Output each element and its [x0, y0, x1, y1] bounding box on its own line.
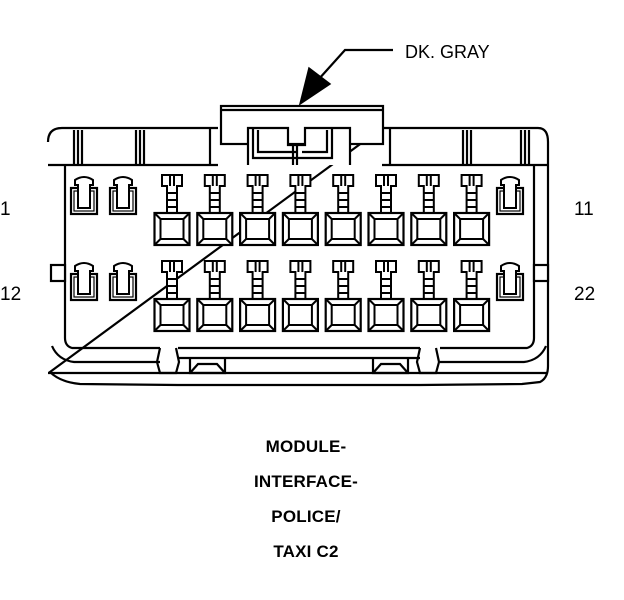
- small-terminal-cavity: [69, 176, 99, 216]
- top-latch: [208, 104, 392, 165]
- pin-label-12: 12: [0, 284, 22, 305]
- caption-line-2: INTERFACE-: [254, 472, 358, 491]
- terminal-cavity: [324, 174, 362, 247]
- terminal-cavity: [367, 260, 405, 333]
- small-terminal-cavity: [495, 262, 525, 302]
- connector-housing: [46, 126, 550, 387]
- terminal-cavity: [153, 174, 191, 247]
- callout-arrow-icon: [298, 66, 332, 106]
- pin-label-11: 11: [574, 199, 594, 220]
- caption-line-1: MODULE-: [265, 437, 347, 456]
- terminal-cavity: [239, 260, 277, 333]
- terminal-cavity: [453, 260, 491, 333]
- terminal-cavity: [196, 174, 234, 247]
- terminal-cavity: [410, 260, 448, 333]
- small-terminal-cavity: [108, 262, 138, 302]
- terminal-cavity: [153, 260, 191, 333]
- small-terminal-cavity: [108, 176, 138, 216]
- callout-label: DK. GRAY: [405, 42, 490, 62]
- caption-line-4: TAXI C2: [273, 542, 339, 561]
- pin-label-1: 1: [0, 199, 11, 220]
- terminal-cavity: [324, 260, 362, 333]
- caption-line-3: POLICE/: [271, 507, 341, 526]
- terminal-cavity: [453, 174, 491, 247]
- terminal-cavity: [367, 174, 405, 247]
- terminal-cavity: [281, 260, 319, 333]
- small-terminal-cavity: [495, 176, 525, 216]
- terminal-cavity: [196, 260, 234, 333]
- pin-label-22: 22: [574, 284, 596, 305]
- terminal-cavity: [281, 174, 319, 247]
- terminal-cavity: [239, 174, 277, 247]
- terminal-cavity: [410, 174, 448, 247]
- small-terminal-cavity: [69, 262, 99, 302]
- callout-leader: [298, 48, 393, 106]
